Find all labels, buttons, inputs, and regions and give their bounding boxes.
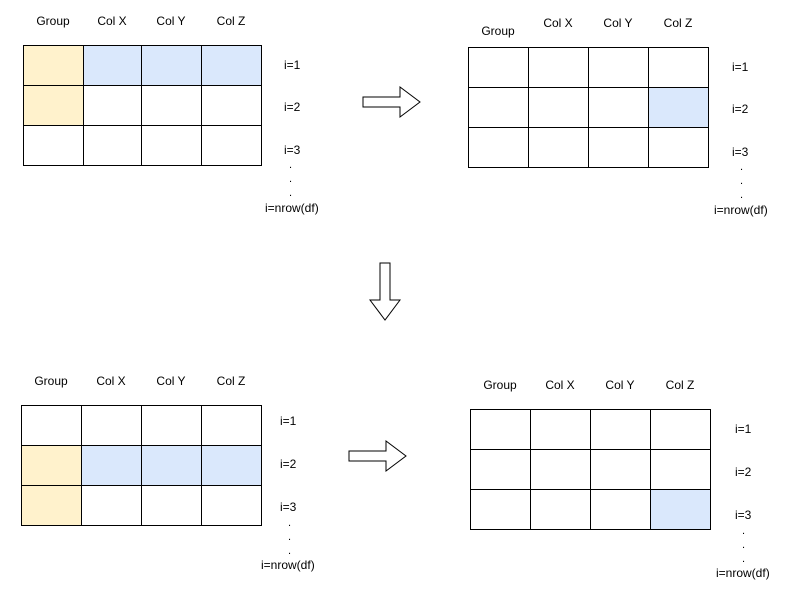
- last-row-label: i=nrow(df): [261, 558, 315, 572]
- column-header: Col Z: [665, 378, 695, 392]
- last-row-label: i=nrow(df): [716, 566, 770, 580]
- column-header: Col X: [96, 374, 126, 388]
- last-row-label: i=nrow(df): [714, 203, 768, 217]
- table-cell: [470, 449, 531, 490]
- table-cell: [528, 127, 589, 168]
- ellipsis-dot: .: [740, 175, 744, 187]
- row-label: i=2: [732, 102, 749, 116]
- ellipsis-dot: .: [740, 161, 744, 173]
- table-cell: [588, 47, 649, 88]
- ellipsis-dot: .: [742, 539, 746, 551]
- row-label: i=3: [284, 143, 301, 157]
- column-header: Group: [483, 378, 517, 392]
- table-cell: [141, 45, 202, 86]
- table-cell: [648, 127, 709, 168]
- column-header: Col Y: [605, 378, 635, 392]
- table-cell: [141, 405, 202, 446]
- table-cell: [530, 449, 591, 490]
- column-header: Col Z: [216, 374, 246, 388]
- ellipsis-dot: .: [742, 553, 746, 565]
- table-cell: [528, 87, 589, 128]
- row-label: i=2: [735, 465, 752, 479]
- column-header: Col X: [543, 16, 573, 30]
- table-cell: [648, 47, 709, 88]
- table-cell: [530, 409, 591, 450]
- ellipsis-dot: .: [289, 159, 293, 171]
- arrow-down-icon: [369, 262, 401, 321]
- column-header: Col X: [545, 378, 575, 392]
- ellipsis-dot: .: [742, 525, 746, 537]
- table-cell: [23, 125, 84, 166]
- table-cell: [21, 485, 82, 526]
- row-label: i=3: [735, 508, 752, 522]
- table-cell: [590, 409, 651, 450]
- ellipsis-dot: .: [288, 517, 292, 529]
- row-label: i=1: [280, 414, 297, 428]
- ellipsis-dot: .: [288, 545, 292, 557]
- table-cell: [588, 127, 649, 168]
- table-cell: [83, 85, 142, 126]
- table-cell: [201, 125, 262, 166]
- table-cell: [468, 87, 529, 128]
- column-header: Col Z: [663, 16, 693, 30]
- table-cell: [201, 405, 262, 446]
- table-cell: [590, 489, 651, 530]
- ellipsis-dot: .: [288, 531, 292, 543]
- column-header: Col Y: [156, 374, 186, 388]
- row-label: i=1: [732, 60, 749, 74]
- table-cell: [81, 485, 142, 526]
- arrow-right-icon: [362, 86, 421, 118]
- row-label: i=3: [280, 500, 297, 514]
- table-cell: [648, 87, 709, 128]
- table-cell: [590, 449, 651, 490]
- row-label: i=2: [284, 100, 301, 114]
- table-cell: [470, 409, 531, 450]
- table-cell: [468, 127, 529, 168]
- ellipsis-dot: .: [740, 189, 744, 201]
- arrow-right-icon: [348, 440, 407, 472]
- table-cell: [23, 45, 84, 86]
- table-cell: [81, 445, 142, 486]
- table-cell: [470, 489, 531, 530]
- table-cell: [201, 85, 262, 126]
- column-header: Col Z: [216, 14, 246, 28]
- table-cell: [201, 45, 262, 86]
- table-cell: [650, 409, 711, 450]
- row-label: i=2: [280, 457, 297, 471]
- column-header: Group: [481, 24, 515, 38]
- ellipsis-dot: .: [289, 187, 293, 199]
- table-cell: [650, 489, 711, 530]
- last-row-label: i=nrow(df): [265, 201, 319, 215]
- column-header: Col Y: [156, 14, 186, 28]
- column-header: Group: [36, 14, 70, 28]
- table-cell: [141, 485, 202, 526]
- table-cell: [530, 489, 591, 530]
- table-cell: [650, 449, 711, 490]
- table-cell: [21, 445, 82, 486]
- table-cell: [201, 445, 262, 486]
- table-cell: [23, 85, 84, 126]
- table-cell: [21, 405, 82, 446]
- table-cell: [528, 47, 589, 88]
- table-cell: [141, 125, 202, 166]
- row-label: i=1: [284, 58, 301, 72]
- ellipsis-dot: .: [289, 173, 293, 185]
- table-cell: [81, 405, 142, 446]
- table-cell: [83, 125, 142, 166]
- table-cell: [468, 47, 529, 88]
- column-header: Col X: [97, 14, 127, 28]
- row-label: i=3: [732, 145, 749, 159]
- table-cell: [201, 485, 262, 526]
- row-label: i=1: [735, 422, 752, 436]
- table-cell: [588, 87, 649, 128]
- table-cell: [141, 85, 202, 126]
- table-cell: [141, 445, 202, 486]
- column-header: Group: [34, 374, 68, 388]
- table-cell: [83, 45, 142, 86]
- column-header: Col Y: [603, 16, 633, 30]
